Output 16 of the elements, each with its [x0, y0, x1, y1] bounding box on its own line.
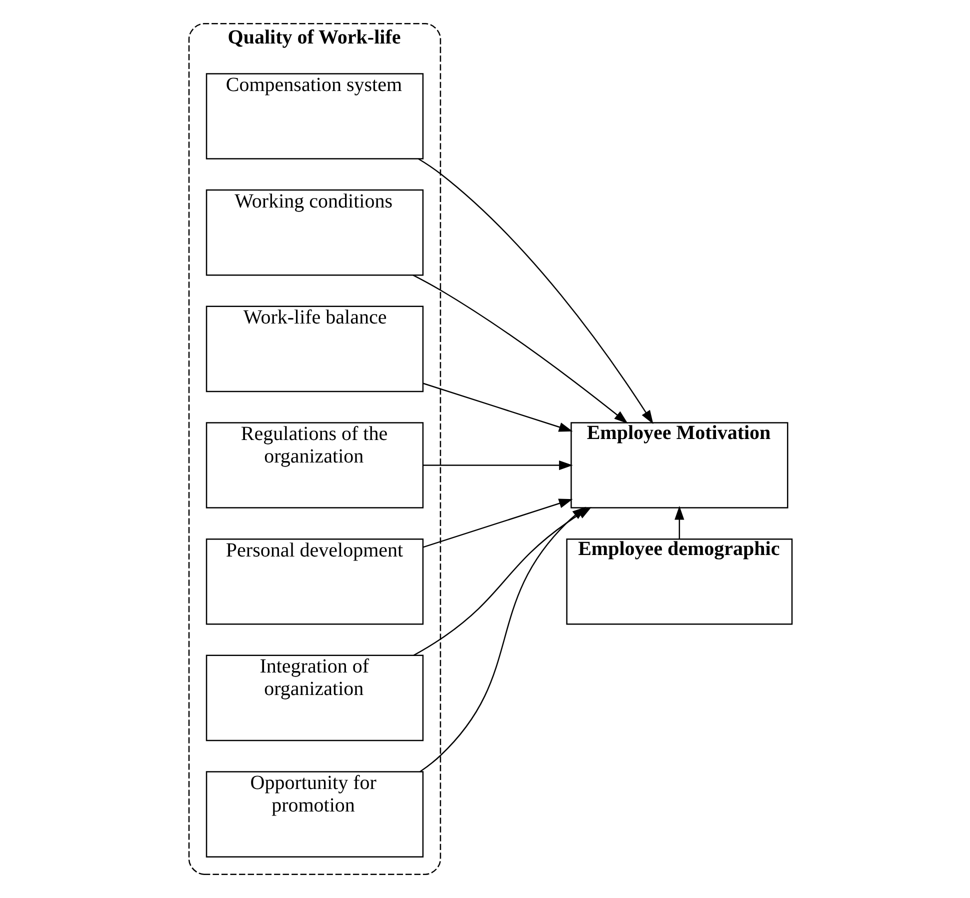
- arrow: [674, 506, 684, 539]
- arrow: [422, 382, 572, 432]
- node-box: Working conditions: [205, 189, 424, 276]
- node-box: Employee demographic: [566, 538, 792, 625]
- node-box: Integration of organization: [205, 654, 424, 742]
- node-box: Compensation system: [205, 73, 424, 160]
- arrow: [422, 460, 572, 470]
- node-box: Regulations of the organization: [205, 422, 424, 508]
- node-box: Employee Motivation: [570, 422, 788, 508]
- node-box: Opportunity for promotion: [205, 771, 424, 858]
- arrow: [418, 158, 653, 424]
- arrow: [422, 498, 572, 548]
- arrow: [419, 506, 586, 772]
- arrow: [412, 274, 628, 424]
- node-box: Work-life balance: [205, 306, 424, 392]
- node-box: Personal development: [205, 538, 424, 625]
